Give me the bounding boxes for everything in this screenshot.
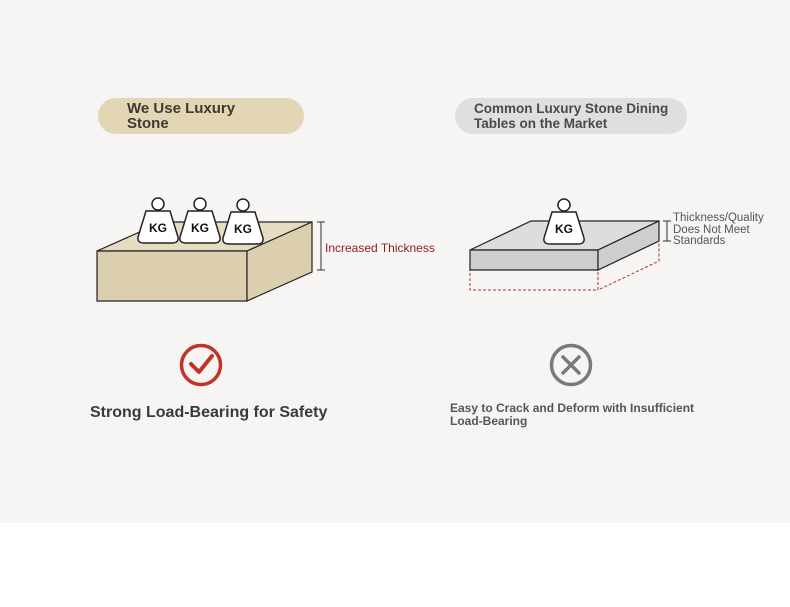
kg-weight-icon: KG (543, 198, 585, 245)
thickness-quality-label: Thickness/Quality Does Not Meet Standard… (673, 212, 783, 248)
cross-circle-icon (549, 343, 593, 387)
kg-label-1: KG (149, 221, 167, 235)
common-stone-title-line-1: Common Luxury Stone Dining (474, 101, 669, 116)
weakness-caption-line-2: Load-Bearing (450, 414, 528, 428)
common-stone-title-line-2: Tables on the Market (474, 116, 608, 131)
thickness-note-line-1: Thickness/Quality (673, 212, 764, 224)
common-stone-title-pill: Common Luxury Stone Dining Tables on the… (455, 98, 687, 134)
thickness-note-line-2: Does Not Meet (673, 223, 750, 236)
safety-caption: Strong Load-Bearing for Safety (90, 404, 328, 421)
thickness-marker-right (663, 220, 671, 242)
check-circle-icon (179, 343, 223, 387)
weakness-caption: Easy to Crack and Deform with Insufficie… (450, 402, 700, 428)
kg-weight-icon: KG (222, 198, 264, 245)
kg-weight-icon: KG (179, 197, 221, 244)
kg-label-2: KG (191, 221, 209, 235)
luxury-stone-title-pill: We Use Luxury Stone (98, 98, 304, 134)
increased-thickness-label: Increased Thickness (325, 241, 435, 255)
thickness-note-line-3: Standards (673, 235, 726, 247)
thickness-marker-left (317, 221, 325, 271)
kg-weight-icon: KG (137, 197, 179, 244)
luxury-stone-title-line-1: We Use Luxury (127, 100, 236, 117)
kg-label-3: KG (234, 222, 252, 236)
luxury-stone-title-line-2: Stone (127, 115, 169, 132)
kg-label-right: KG (555, 222, 573, 236)
weakness-caption-line-1: Easy to Crack and Deform with Insufficie… (450, 401, 695, 415)
